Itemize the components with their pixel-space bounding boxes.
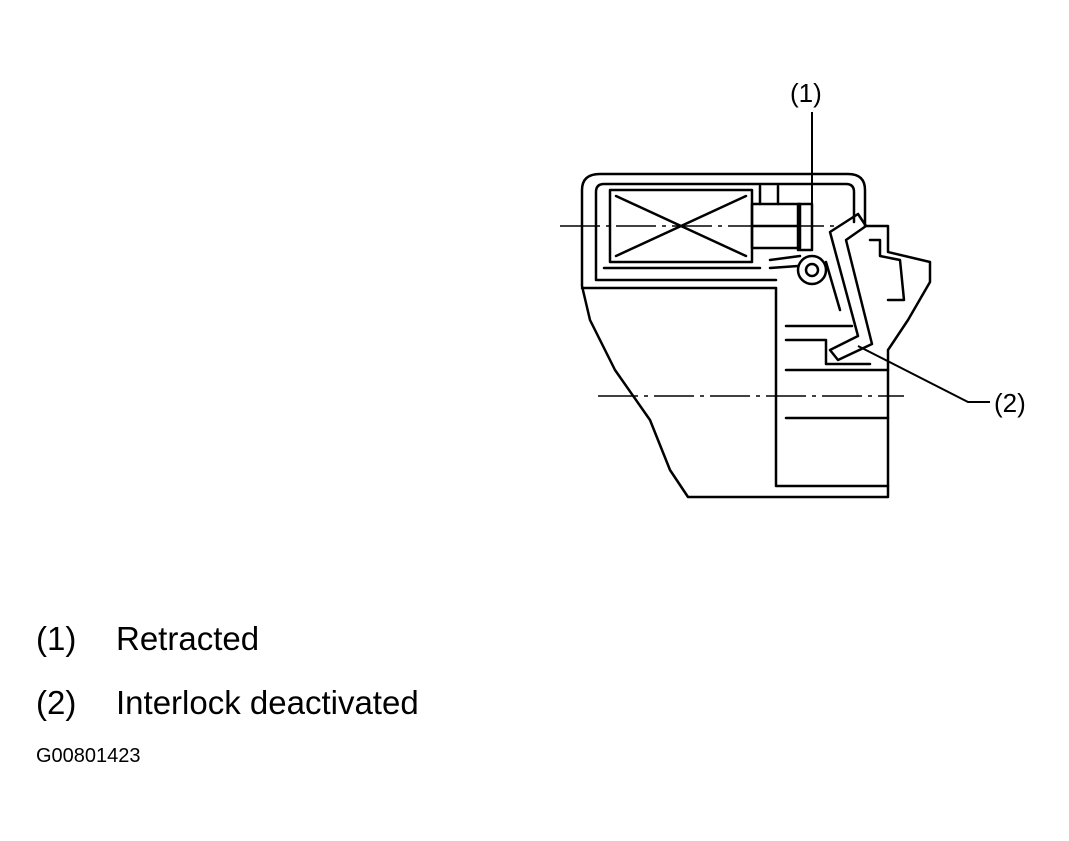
legend-text: Interlock deactivated <box>116 684 419 721</box>
pivot-inner <box>804 262 820 278</box>
legend-number: (1) <box>36 620 77 657</box>
leader-2 <box>857 345 990 403</box>
legend-item-2: (2) Interlock deactivated <box>36 684 419 722</box>
legend-item-1: (1) Retracted <box>36 620 259 658</box>
right-bracket <box>868 238 906 302</box>
callout-2: (2) <box>994 388 1026 418</box>
interlock-lever <box>828 212 874 362</box>
inner-chamber <box>594 182 856 282</box>
lower-body <box>774 286 890 488</box>
lower-step <box>784 324 890 420</box>
housing-outline <box>580 172 932 499</box>
pivot-bracket <box>768 254 842 312</box>
figure-id: G00801423 <box>36 745 141 767</box>
legend-number: (2) <box>36 684 77 721</box>
pivot-outer <box>796 254 828 286</box>
legend-text: Retracted <box>116 620 260 657</box>
callout-1: (1) <box>790 78 822 108</box>
